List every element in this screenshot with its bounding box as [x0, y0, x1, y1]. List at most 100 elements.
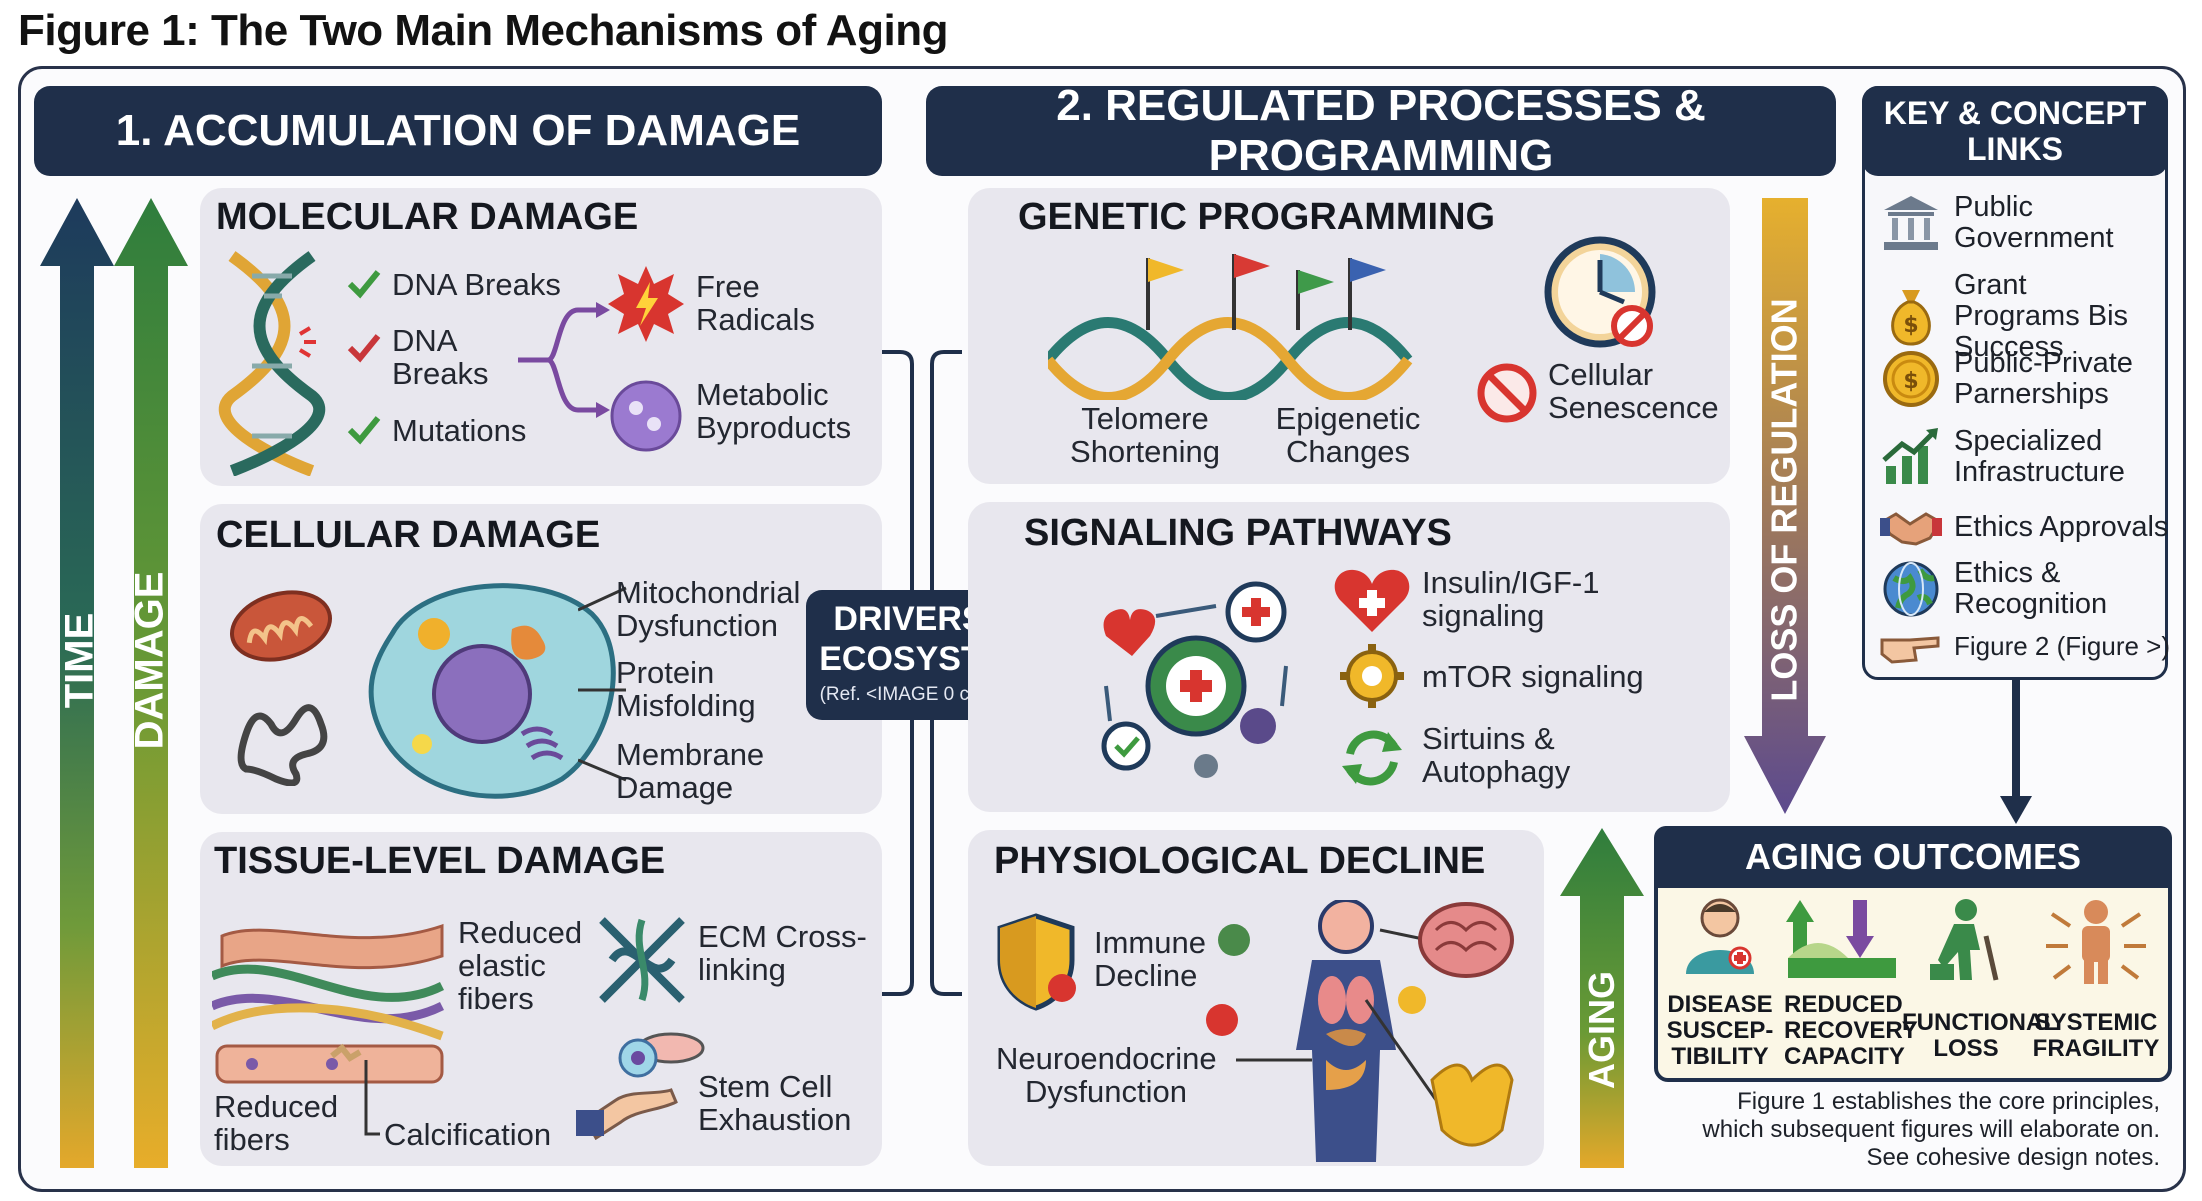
dna-flags-icon: [1048, 250, 1428, 400]
key-item-label: Public Government: [1954, 191, 2114, 254]
key-item[interactable]: Public Government: [1880, 192, 2160, 254]
check-label-mutations: Mutations: [392, 413, 527, 448]
aging-label: AGING: [1581, 970, 1623, 1090]
figure-title: Figure 1: The Two Main Mechanisms of Agi…: [18, 6, 948, 55]
key-item-label: Public-Private Parnerships: [1954, 347, 2133, 410]
metabolic-byproduct-icon: [608, 378, 684, 454]
functional-loss-icon: [1910, 896, 2022, 982]
svg-text:$: $: [1903, 369, 1918, 394]
membrane-damage-label: Membrane Damage: [616, 737, 765, 805]
signaling-pathways-title: SIGNALING PATHWAYS: [1024, 512, 1452, 554]
molecular-damage-panel: [200, 188, 882, 486]
cell-icon: [362, 574, 624, 804]
government-building-icon: [1880, 192, 1942, 254]
cellular-senescence-label: Cellular Senescence: [1548, 357, 1719, 425]
cell-leader-lines: [578, 580, 628, 790]
outcome-systemic-fragility: SYSTEMIC FRAGILITY: [2032, 1009, 2160, 1062]
aging-outcomes-header: AGING OUTCOMES: [1654, 826, 2172, 888]
damage-arrow: [114, 198, 188, 1168]
key-item-label: Grant Programs Bis Success: [1954, 269, 2129, 363]
key-item[interactable]: Ethics & Recognition: [1880, 558, 2160, 620]
figure-2-link[interactable]: Figure 2 (Figure >): [1880, 626, 2170, 666]
sirtuins-autophagy-label: Sirtuins & Autophagy: [1422, 721, 1571, 789]
insulin-igf1-label: Insulin/IGF-1 signaling: [1422, 565, 1600, 633]
key-item-label: Specialized Infrastructure: [1954, 425, 2125, 488]
gears-cycle-icon: [1086, 576, 1306, 786]
key-item-label: Ethics & Recognition: [1954, 557, 2108, 620]
cellular-damage-title: CELLULAR DAMAGE: [216, 514, 601, 556]
genetic-programming-title: GENETIC PROGRAMMING: [1018, 196, 1496, 238]
recovery-arrows-icon: [1784, 896, 1900, 980]
check-icon: [346, 330, 382, 366]
cycle-arrows-icon: [1338, 724, 1406, 792]
mitochondria-icon: [226, 586, 336, 666]
damage-axis-label: DAMAGE: [127, 571, 172, 749]
loss-of-regulation-arrow: [1742, 196, 1828, 816]
human-body-icon: [1196, 900, 1516, 1162]
time-damage-arrows: [36, 196, 196, 1171]
key-item[interactable]: Ethics Approvals: [1880, 496, 2168, 558]
key-item-label: Ethics Approvals: [1954, 510, 2169, 543]
doctor-icon: [1664, 896, 1776, 976]
outcome-functional-loss: FUNCTIONAL LOSS: [1902, 1009, 2058, 1062]
immune-decline-label: Immune Decline: [1094, 925, 1206, 993]
pointing-hand-icon: [1880, 626, 1942, 666]
immune-shield-icon: [996, 912, 1086, 1012]
metabolic-byproducts-label: Metabolic Byproducts: [696, 377, 852, 445]
clock-icon: [1540, 232, 1660, 352]
aging-arrow: [1558, 826, 1646, 1170]
time-arrow: [40, 198, 114, 1168]
check-label-dna-breaks-2: DNA Breaks: [392, 323, 489, 391]
figure-2-link-label[interactable]: Figure 2 (Figure >): [1954, 630, 2171, 661]
heart-icon: [1334, 566, 1410, 636]
free-radical-burst-icon: [606, 264, 686, 344]
physiological-decline-title: PHYSIOLOGICAL DECLINE: [994, 840, 1486, 882]
molecular-damage-title: MOLECULAR DAMAGE: [216, 196, 639, 238]
outcome-disease-susceptibility: DISEASE SUSCEP- TIBILITY: [1666, 991, 1774, 1070]
signaling-pathways-panel: [968, 502, 1730, 812]
outcome-reduced-recovery-capacity: REDUCED RECOVERY CAPACITY: [1784, 991, 1918, 1070]
stem-cell-exhaustion-label: Stem Cell Exhaustion: [698, 1069, 852, 1137]
check-label-dna-breaks-1: DNA Breaks: [392, 267, 561, 302]
growth-chart-icon: [1880, 426, 1942, 488]
branch-arrows: [518, 290, 610, 430]
key-to-outcomes-arrow: [1996, 680, 2036, 826]
epigenetic-changes-label: Epigenetic Changes: [1275, 401, 1421, 469]
coin-icon: $: [1880, 348, 1942, 410]
mtor-signaling-label: mTOR signaling: [1422, 659, 1644, 694]
ecm-cross-linking-label: ECM Cross-linking: [698, 919, 867, 987]
key-item[interactable]: $ Grant Programs Bis Success: [1880, 270, 2160, 363]
check-icon: [346, 412, 382, 448]
no-sign-icon: [1476, 362, 1538, 424]
col1-header: 1. ACCUMULATION OF DAMAGE: [34, 86, 882, 176]
ecm-crosslink-icon: [592, 910, 692, 1010]
key-item[interactable]: $ Public-Private Parnerships: [1880, 348, 2160, 410]
reduced-elastic-fibers-label: Reduced elastic fibers: [458, 915, 583, 1016]
time-axis-label: TIME: [57, 612, 102, 708]
footnote: Figure 1 establishes the core principles…: [1702, 1088, 2160, 1171]
money-bag-icon: $: [1880, 286, 1942, 348]
telomere-shortening-label: Telomere Shortening: [1070, 401, 1220, 469]
protein-misfolding-label: Protein Misfolding: [616, 655, 756, 723]
svg-text:$: $: [1903, 313, 1918, 338]
reduced-fibers-label: Reduced fibers: [214, 1089, 339, 1157]
handshake-icon: [1880, 496, 1942, 558]
dna-helix-icon: [212, 246, 332, 476]
key-header: KEY & CONCEPT LINKS: [1862, 86, 2168, 176]
neuroendocrine-dysfunction-label: Neuroendocrine Dysfunction: [996, 1041, 1217, 1109]
check-icon: [346, 266, 382, 302]
tissue-damage-title: TISSUE-LEVEL DAMAGE: [214, 840, 666, 882]
misfolded-protein-icon: [236, 694, 336, 786]
tissue-damage-panel: [200, 832, 882, 1166]
tissue-fibers-icon: [212, 916, 452, 1086]
key-item[interactable]: Specialized Infrastructure: [1880, 426, 2160, 488]
col2-header: 2. REGULATED PROCESSES & PROGRAMMING: [926, 81, 1836, 180]
mtor-gear-icon: [1338, 642, 1406, 710]
globe-icon: [1880, 558, 1942, 620]
free-radicals-label: Free Radicals: [696, 269, 815, 337]
stem-cell-hand-icon: [576, 1010, 706, 1140]
systemic-fragility-icon: [2036, 896, 2156, 986]
calcification-label: Calcification: [384, 1117, 552, 1152]
calcification-leader: [362, 1060, 382, 1138]
loss-of-regulation-label: LOSS OF REGULATION: [1764, 298, 1805, 702]
